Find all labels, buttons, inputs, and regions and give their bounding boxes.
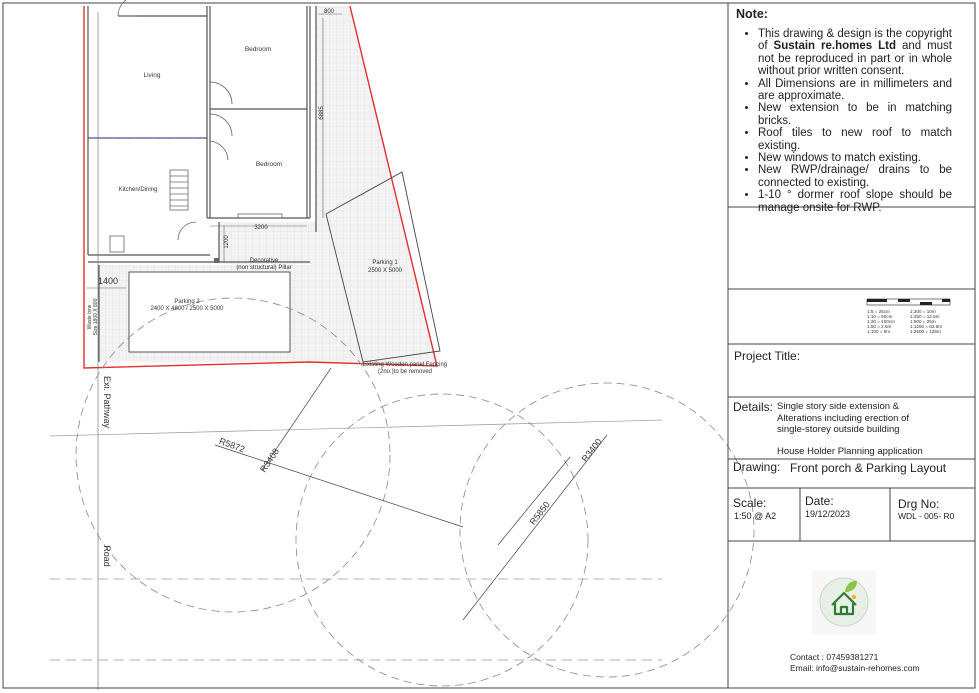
note-copyright-company: Sustain re.homes Ltd — [773, 40, 896, 53]
notes-list: This drawing & design is the copyright o… — [736, 28, 952, 214]
note-item-bricks: New extension to be in matching bricks. — [758, 102, 952, 127]
scale-row-4b: 1:1250 = 62.5m — [910, 324, 942, 329]
drg-no-value: WDL - 005- R0 — [898, 511, 955, 521]
waste-bins-size: Size 1800 X 800 — [93, 298, 99, 335]
room-label-kitchen: Kitchen/Dining — [119, 187, 158, 193]
waste-bins-label: Waste bins — [87, 304, 93, 329]
details-line-3: single-storey outside building — [777, 424, 900, 435]
dimension-lines — [86, 12, 342, 690]
property-boundary — [83, 5, 438, 369]
radius-leaders — [214, 367, 608, 621]
note-item-dimensions: All Dimensions are in millimeters and ar… — [758, 78, 952, 103]
contact-phone: Contact : 07459381271 — [790, 652, 879, 662]
date-label: Date: — [805, 494, 834, 508]
radius-label-r5850: R5850 — [528, 500, 552, 527]
note-copyright-text-1: This drawing & design is the copyright o… — [758, 28, 952, 53]
fencing-label-line-2: (2no.)to be removed — [378, 369, 432, 375]
pillar-marker — [214, 258, 219, 263]
road-edges — [49, 419, 663, 661]
parking-1-bay — [325, 171, 441, 363]
house-walls — [87, 6, 317, 362]
scale-row-4a: 1:50 = 2.5m — [867, 324, 892, 329]
dim-1400: 1400 — [98, 276, 118, 286]
room-label-bedroom-1: Bedroom — [245, 46, 271, 53]
scale-row-3a: 1:20 = 100cm — [867, 319, 895, 324]
project-title-label: Project Title: — [734, 349, 801, 363]
pillar-label-line-1: Decorative — [250, 258, 279, 264]
notes-block: This drawing & design is the copyright o… — [736, 28, 952, 214]
radius-label-r3400: R3400 — [580, 437, 604, 464]
company-logo — [812, 571, 876, 635]
scale-row-5a: 1:100 = 5m — [867, 329, 890, 334]
scale-row-3b: 1:500 = 25m — [910, 319, 936, 324]
scale-row-2a: 1:10 = 50cm — [867, 314, 893, 319]
scale-row-5b: 1:2500 = 125m — [910, 329, 941, 334]
dim-6885: 6885 — [319, 106, 325, 120]
contact-email: Email: info@sustain-rehomes.com — [790, 663, 920, 673]
drg-no-label: Drg No: — [898, 497, 940, 511]
note-item-dormer: 1-10 ° dormer roof slope should be manag… — [758, 189, 952, 214]
parking-2-size: 2400 X 4800 / 2500 X 5000 — [150, 306, 224, 312]
scale-label: Scale: — [733, 496, 767, 510]
road-label: Road — [102, 545, 112, 567]
parking-2-label: Parking 2 — [174, 299, 200, 305]
dim-800: 800 — [324, 9, 335, 15]
details-text: Single story side extension & Alteration… — [777, 401, 909, 436]
scale-bar-legend: 1:5 = 25cm 1:10 = 50cm 1:20 = 100cm 1:50… — [867, 309, 942, 334]
details-label: Details: — [733, 400, 774, 414]
doors-and-stairs — [109, 0, 283, 253]
parking-1-label: Parking 1 — [372, 260, 398, 266]
scale-row-2b: 1:250 = 12.5m — [910, 314, 940, 319]
note-item-copyright: This drawing & design is the copyright o… — [758, 28, 952, 78]
scale-row-1b: 1:200 = 10m — [910, 309, 936, 314]
scale-value: 1:50 @ A2 — [734, 511, 777, 521]
note-title: Note: — [736, 7, 768, 21]
pillar-label-line-2: (non structural) Pillar — [236, 265, 291, 271]
details-line-2: Alterations including erection of — [777, 412, 910, 424]
title-block-frame — [727, 3, 975, 688]
scale-row-1a: 1:5 = 25cm — [867, 309, 890, 314]
details-line-1: Single story side extension & — [777, 401, 899, 412]
note-copyright-text-2: and must not be reproduced in part or in… — [758, 40, 953, 78]
date-value: 19/12/2023 — [805, 509, 851, 519]
parking-1-size: 2500 X 5000 — [368, 268, 403, 274]
note-item-roof: Roof tiles to new roof to match existing… — [758, 127, 952, 152]
note-item-windows: New windows to match existing. — [758, 152, 952, 164]
drawing-label: Drawing: — [733, 460, 781, 474]
dim-1200: 1200 — [224, 235, 230, 249]
scale-bar — [866, 298, 951, 306]
drawing-value: Front porch & Parking Layout — [790, 461, 947, 475]
turning-radius-arcs — [75, 297, 755, 687]
pathway-label: Exi. Pathway — [102, 376, 112, 429]
details-application: House Holder Planning application — [777, 446, 923, 457]
room-label-living: Living — [144, 72, 161, 79]
fencing-label-line-1: Existing Wooden panel Fencing — [363, 362, 447, 368]
dim-3200: 3200 — [254, 225, 268, 231]
room-label-bedroom-2: Bedroom — [256, 161, 282, 168]
radius-label-r5872: R5872 — [218, 436, 246, 454]
note-item-drainage: New RWP/drainage/ drains to be connected… — [758, 164, 952, 189]
parking-2-bay — [128, 271, 291, 353]
